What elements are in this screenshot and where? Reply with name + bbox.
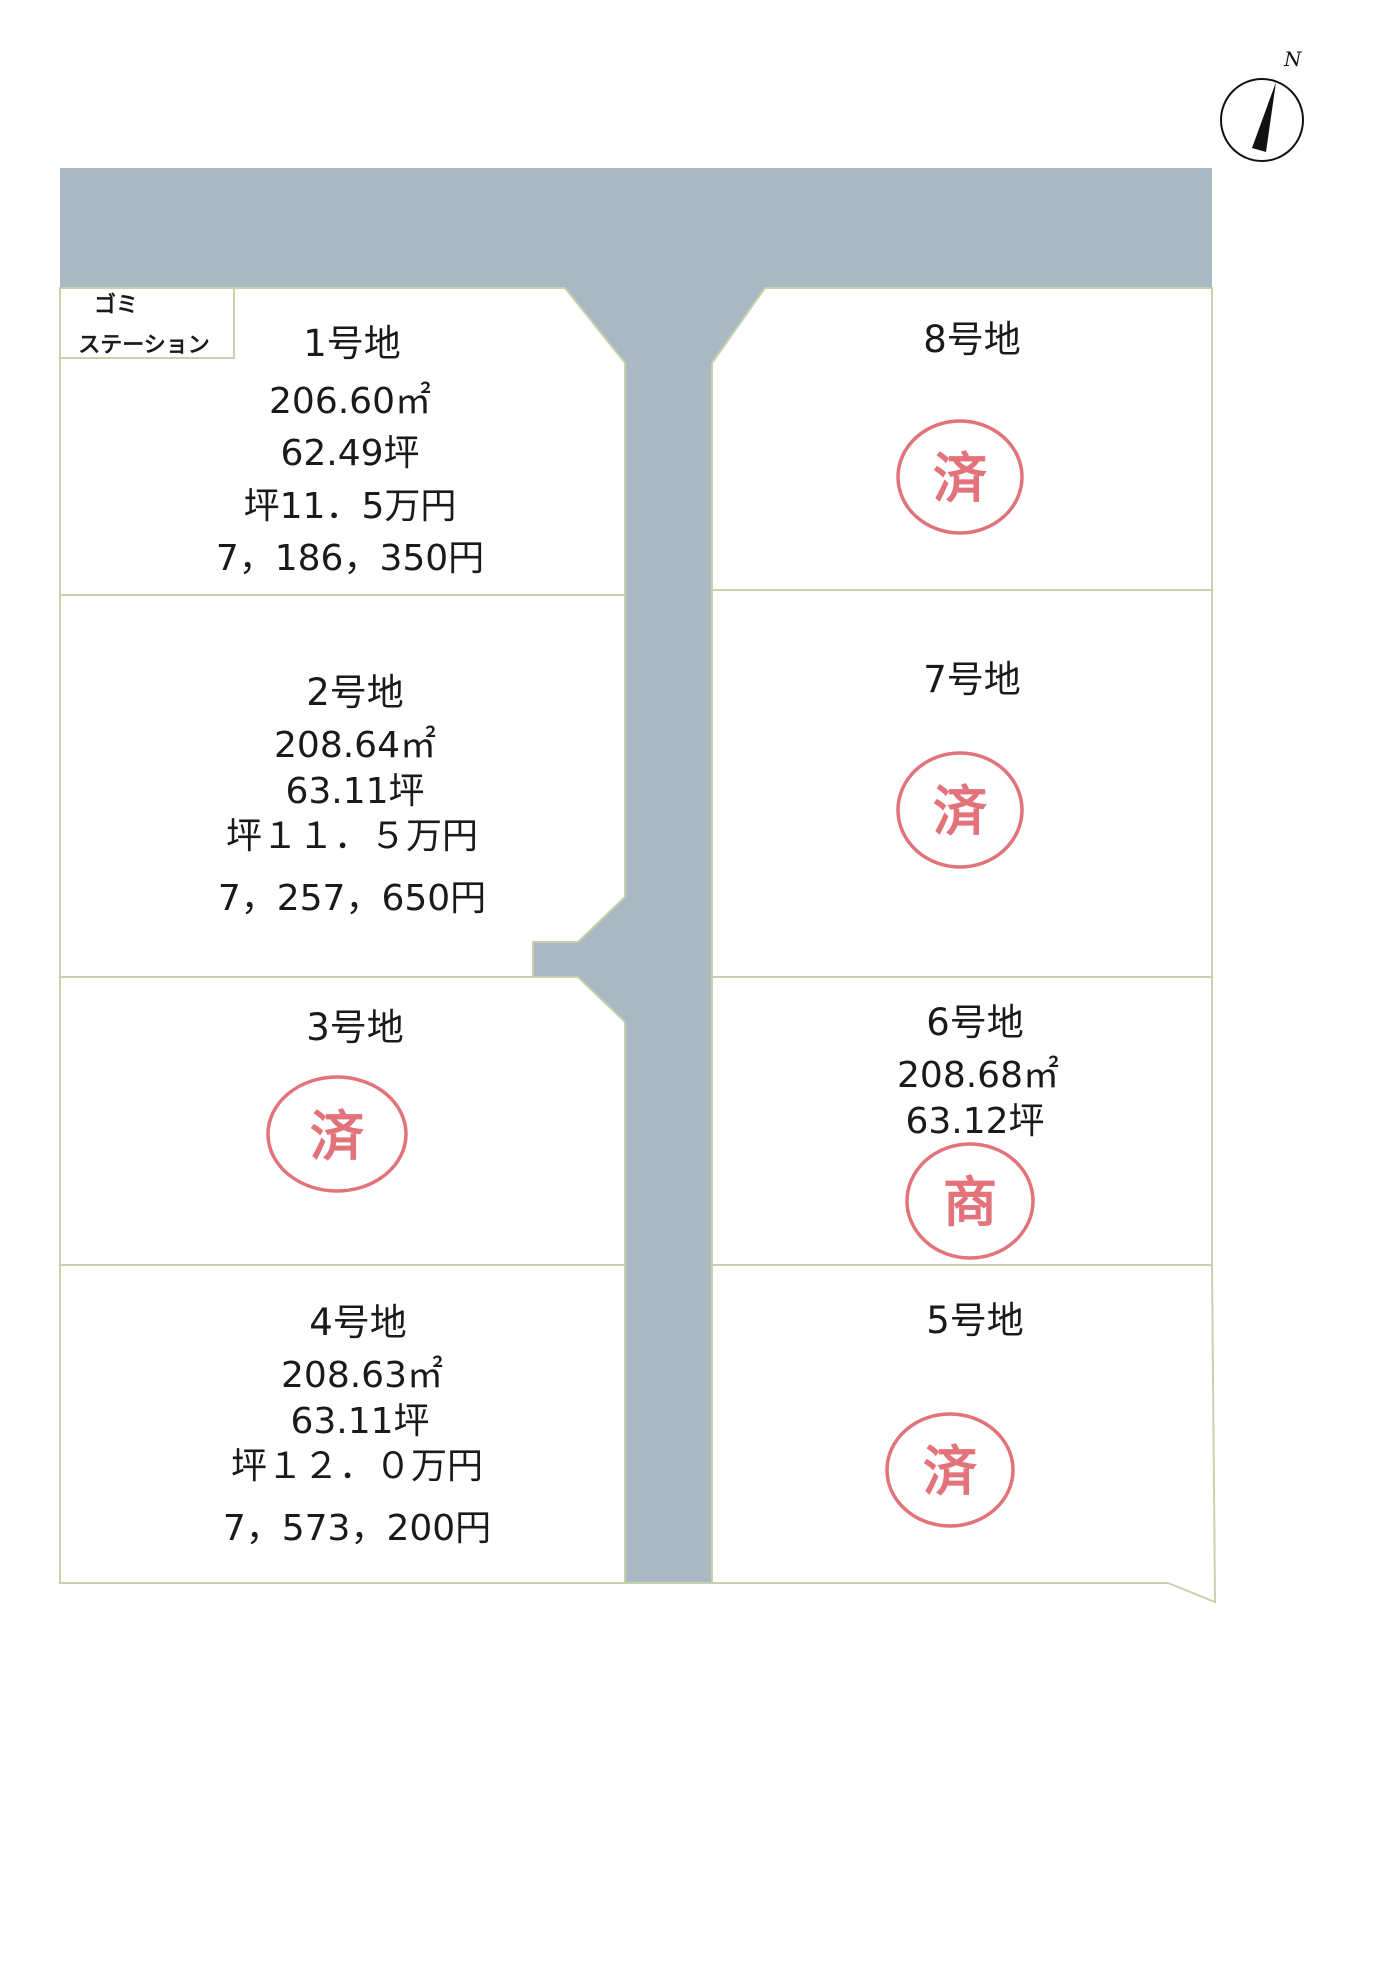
lot-2[interactable]: 2号地 208.64㎡ 63.11坪 坪１１．５万円 7，257，650円: [59, 594, 626, 978]
lot-5-title: 5号地: [926, 1299, 1024, 1342]
lot-4[interactable]: 4号地 208.63㎡ 63.11坪 坪１２．０万円 7，573，200円: [59, 1264, 626, 1584]
lot-5-sold-stamp: [885, 1412, 1015, 1528]
lot-1-parcel[interactable]: [59, 287, 626, 596]
lot-6-stamp-text: 商: [943, 1171, 997, 1234]
lot-1-area-m2: 206.60㎡: [269, 380, 431, 422]
lot-2-area-m2: 208.64㎡: [274, 724, 436, 766]
lot-1-unit-price: 坪11．5万円: [244, 486, 457, 527]
lot-1-area-tsubo: 62.49坪: [280, 433, 419, 474]
lot-6-area-tsubo: 63.12坪: [905, 1101, 1044, 1142]
north-arrow-icon: N: [1220, 47, 1304, 162]
lot-7-stamp-text: 済: [933, 780, 988, 843]
road-top: [60, 168, 1212, 288]
lot-4-area-m2: 208.63㎡: [281, 1354, 443, 1396]
lot-4-total-price: 7，573，200円: [223, 1508, 491, 1549]
compass-north-label: N: [1283, 47, 1303, 71]
lot-4-area-tsubo: 63.11坪: [290, 1401, 429, 1442]
lot-8[interactable]: 8号地 済: [711, 287, 1213, 591]
lot-1-title: 1号地: [303, 322, 401, 365]
lot-6[interactable]: 6号地 208.68㎡ 63.12坪 商: [711, 976, 1213, 1266]
lot-4-parcel[interactable]: [59, 1264, 626, 1584]
garbage-station-box: [59, 287, 235, 359]
lot-6-area-m2: 208.68㎡: [897, 1054, 1059, 1096]
road: [60, 168, 1212, 1583]
lot-8-sold-stamp: [896, 419, 1024, 535]
lot-8-stamp-text: 済: [933, 447, 988, 510]
lot-7-sold-stamp: [896, 751, 1024, 869]
lot-2-total-price: 7，257，650円: [218, 878, 486, 919]
lot-2-area-tsubo: 63.11坪: [285, 771, 424, 812]
road-center: [533, 288, 765, 1583]
lot-7[interactable]: 7号地 済: [711, 589, 1213, 978]
lot-4-unit-price: 坪１２．０万円: [231, 1446, 483, 1487]
lot-4-title: 4号地: [309, 1301, 407, 1344]
garbage-station-label-1: ゴミ: [94, 292, 138, 318]
lot-6-title: 6号地: [926, 1001, 1024, 1044]
lot-2-unit-price: 坪１１．５万円: [226, 816, 478, 857]
lot-1[interactable]: ゴミ ステーション 1号地 206.60㎡ 62.49坪 坪11．5万円 7，1…: [59, 287, 626, 596]
lot-2-title: 2号地: [306, 671, 404, 714]
lot-3-sold-stamp: [266, 1075, 408, 1193]
compass-ring: [1220, 78, 1304, 162]
lot-3[interactable]: 3号地 済: [59, 976, 626, 1266]
garbage-station-label-2: ステーション: [78, 333, 210, 358]
lot-3-stamp-text: 済: [310, 1105, 365, 1168]
lot-1-total-price: 7，186，350円: [216, 538, 484, 579]
lot-7-title: 7号地: [923, 658, 1021, 701]
compass-needle: [1252, 82, 1276, 152]
lot-8-title: 8号地: [923, 318, 1021, 361]
lot-5-stamp-text: 済: [923, 1440, 978, 1503]
lot-3-title: 3号地: [306, 1006, 404, 1049]
lot-5[interactable]: 5号地 済: [711, 1264, 1217, 1604]
lot-6-negotiation-stamp: [905, 1142, 1035, 1260]
